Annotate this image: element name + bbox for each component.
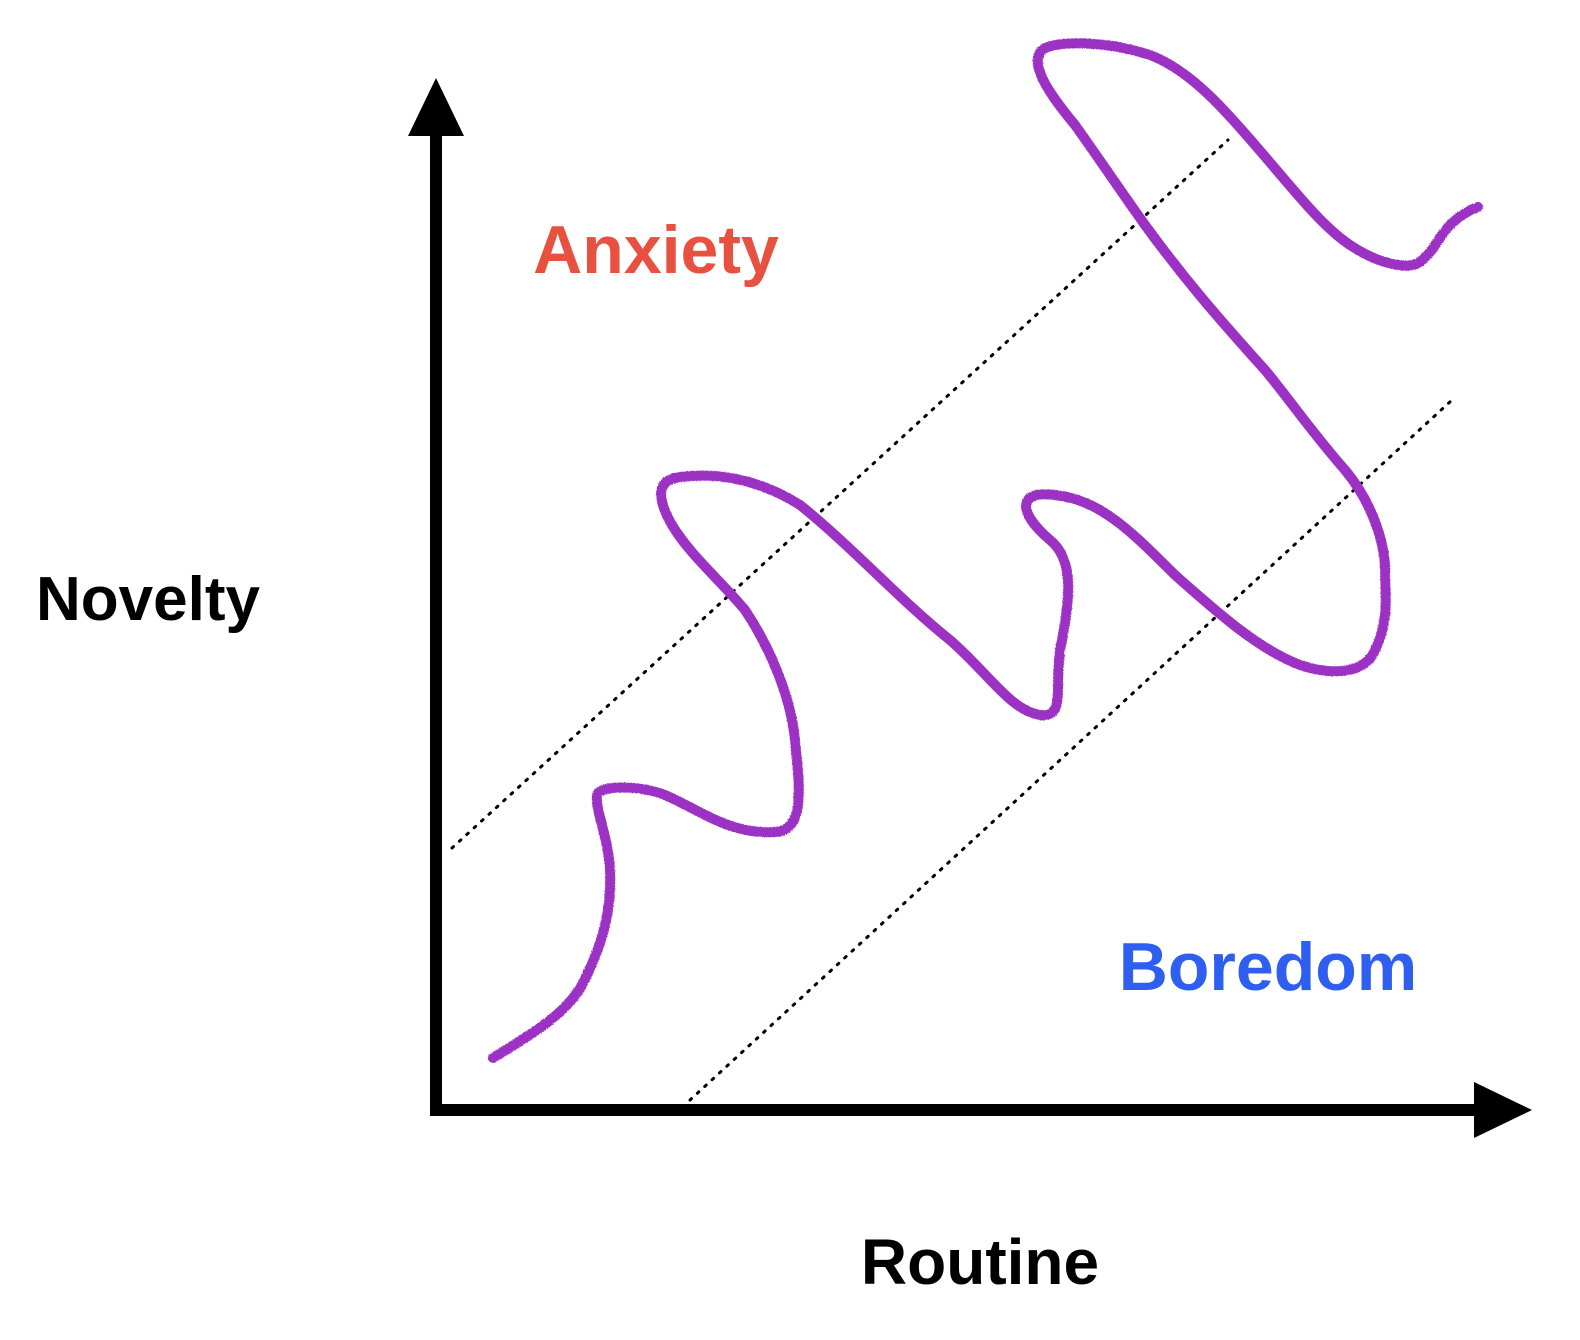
x-axis-label: Routine <box>861 1226 1099 1298</box>
x-axis-arrowhead <box>1474 1082 1532 1138</box>
boredom-label: Boredom <box>1119 929 1417 1005</box>
flow-path <box>488 38 1483 1063</box>
y-axis-arrowhead <box>408 78 464 136</box>
anxiety-label: Anxiety <box>533 212 779 288</box>
channel-lower-boundary <box>688 398 1454 1102</box>
y-axis-label: Novelty <box>36 565 260 634</box>
